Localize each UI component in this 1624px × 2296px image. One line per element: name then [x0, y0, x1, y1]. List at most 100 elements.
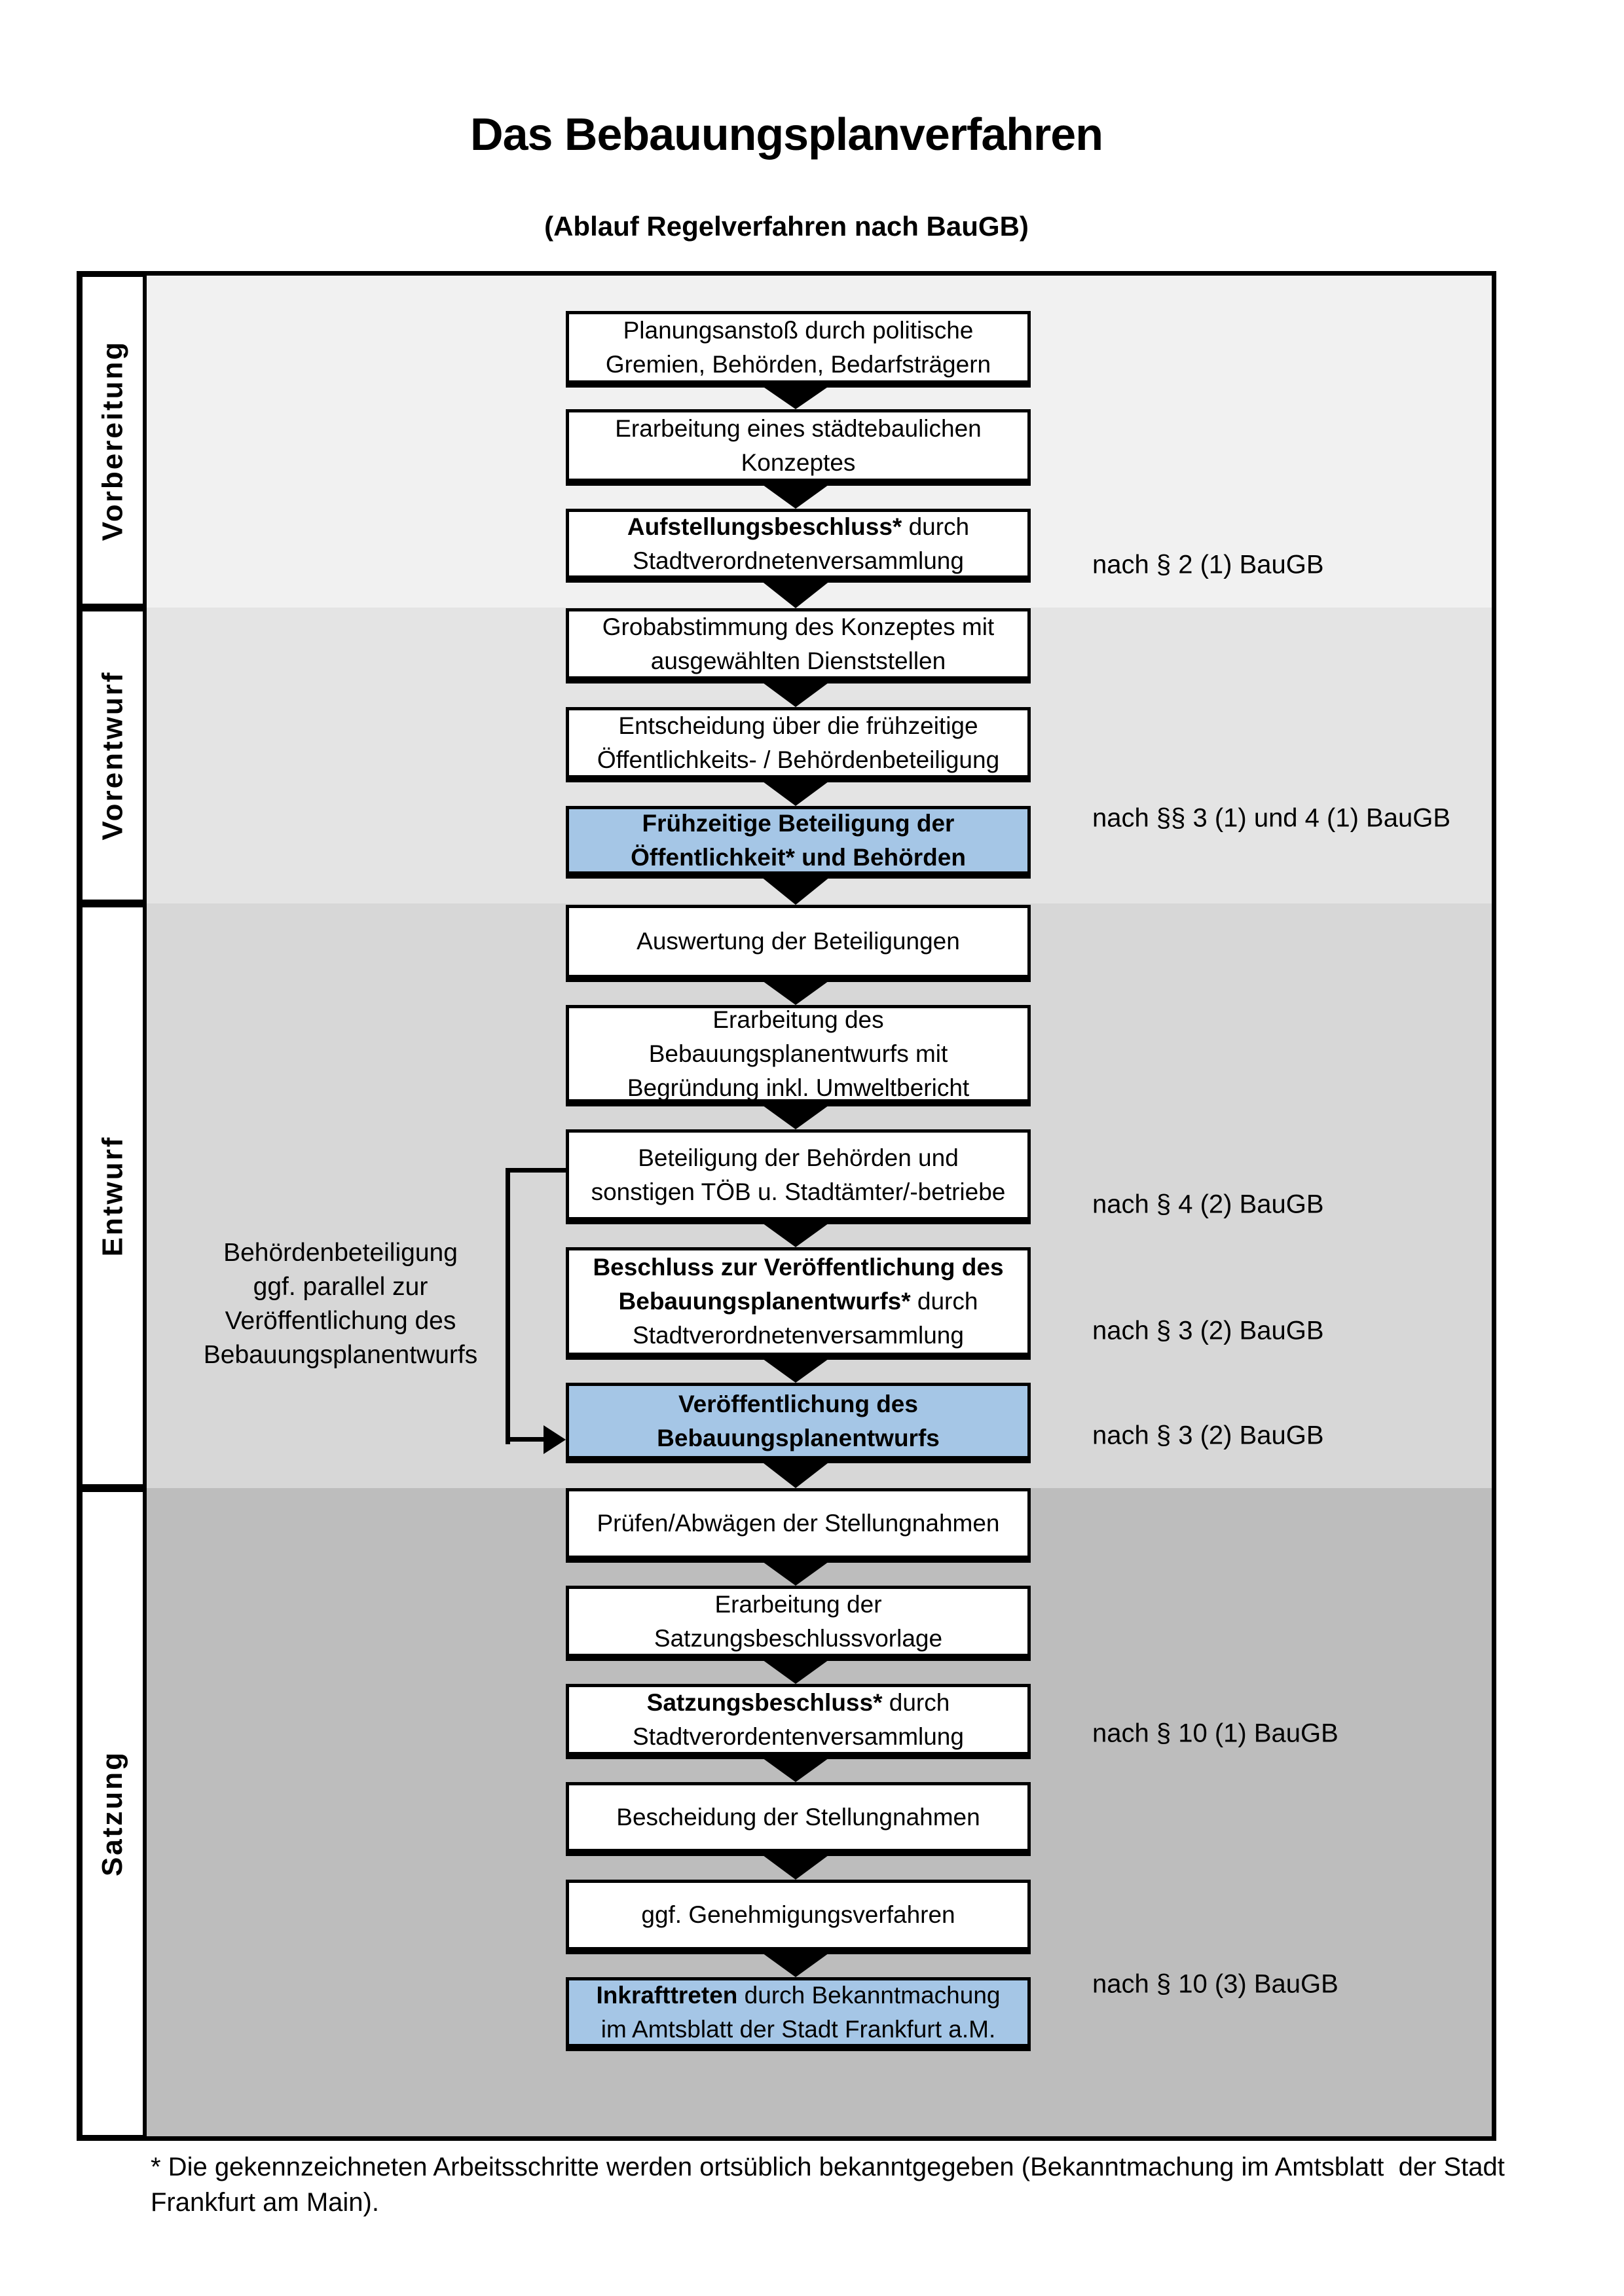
flow-step-text: Stadtverordentenversammlung — [633, 1720, 964, 1754]
flow-step-text-segment: Satzungsbeschluss* — [646, 1688, 883, 1716]
flow-step: ggf. Genehmigungsverfahren — [566, 1880, 1031, 1954]
bracket-line-vertical — [506, 1168, 510, 1444]
flow-step-text-segment: Beschluss zur Veröffentlichung des — [593, 1254, 1004, 1281]
flow-step-text: Grobabstimmung des Konzeptes mit — [602, 610, 994, 644]
footnote: * Die gekennzeichneten Arbeitsschritte w… — [151, 2153, 1505, 2217]
phase-label-cell: Vorentwurf — [79, 608, 147, 903]
flow-step-text-segment: Erarbeitung der — [714, 1590, 882, 1618]
bracket-line-top — [506, 1168, 566, 1173]
arrow-down-icon — [758, 778, 834, 806]
flow-step-text: ausgewählten Dienststellen — [651, 644, 946, 678]
flow-step: Grobabstimmung des Konzeptes mit ausgewäh… — [566, 608, 1031, 683]
flow-step-text: Bebauungsplanentwurfs* durch — [619, 1285, 978, 1319]
legal-reference: nach § 3 (2) BauGB — [1092, 1421, 1324, 1450]
flow-step: Inkrafttreten durch Bekanntmachung im Amt… — [566, 1977, 1031, 2051]
legal-reference: nach § 4 (2) BauGB — [1092, 1190, 1324, 1219]
flow-step-text: Beschluss zur Veröffentlichung des — [593, 1250, 1003, 1285]
flow-step-text-segment: Aufstellungsbeschluss* — [627, 513, 902, 540]
page-title: Das Bebauungsplanverfahren — [470, 109, 1103, 160]
flow-step: Bescheidung der Stellungnahmen — [566, 1782, 1031, 1856]
flow-step-text-segment: Satzungsbeschlussvorlage — [654, 1624, 943, 1652]
flow-step-text-segment: Grobabstimmung des Konzeptes mit — [602, 613, 995, 640]
flow-step-text-segment: Gremien, Behörden, Bedarfsträgern — [605, 350, 991, 378]
flow-step-text: im Amtsblatt der Stadt Frankfurt a.M. — [601, 2013, 995, 2047]
arrow-down-icon — [758, 1755, 834, 1782]
flow-step-text-segment: Erarbeitung eines städtebaulichen — [615, 414, 982, 442]
flow-step-text: Planungsanstoß durch politische — [623, 314, 974, 348]
legal-reference: nach § 10 (3) BauGB — [1092, 1969, 1338, 1999]
flow-step-text: Bebauungsplanentwurfs — [657, 1421, 940, 1455]
flow-step-text-segment: Bescheidung der Stellungnahmen — [616, 1803, 980, 1831]
phase-label-cell: Satzung — [79, 1488, 147, 2139]
flow-step-text: Stadtverordnetenversammlung — [633, 544, 964, 578]
arrow-down-icon — [758, 977, 834, 1005]
flow-step-text: Öffentlichkeit* und Behörden — [631, 841, 966, 875]
arrow-down-icon — [758, 578, 834, 608]
arrow-down-icon — [758, 1656, 834, 1684]
legal-reference: nach § 2 (1) BauGB — [1092, 550, 1324, 579]
flow-step-text: Prüfen/Abwägen der Stellungnahmen — [597, 1506, 999, 1540]
flow-step-text: sonstigen TÖB u. Stadtämter/-betriebe — [591, 1175, 1006, 1209]
flow-step-text-segment: Frühzeitige Beteiligung der — [642, 809, 955, 837]
flow-step-text-segment: Bebauungsplanentwurfs — [657, 1424, 940, 1451]
flow-step-text: Erarbeitung der — [714, 1588, 881, 1622]
flow-step-text-segment: Bebauungsplanentwurfs mit — [648, 1040, 948, 1067]
flow-step-text: Beteiligung der Behörden und — [638, 1141, 959, 1175]
flow-step: Beteiligung der Behörden und sonstigen TÖ… — [566, 1129, 1031, 1224]
flow-step-text: Entscheidung über die frühzeitige — [618, 709, 978, 743]
phase-label: Vorbereitung — [96, 340, 128, 541]
flow-step-text-segment: Stadtverordnetenversammlung — [633, 547, 964, 574]
flow-step-text: Erarbeitung eines städtebaulichen — [615, 412, 982, 446]
flow-step-text-segment: durch Bekanntmachung — [737, 1981, 1001, 2009]
flow-step-text-segment: Beteiligung der Behörden und — [638, 1144, 959, 1171]
arrow-down-icon — [758, 1950, 834, 1977]
phase-label-cell: Vorbereitung — [79, 273, 147, 608]
flow-step-text-segment: Stadtverordentenversammlung — [633, 1722, 964, 1750]
flow-step-text-segment: durch — [910, 1288, 978, 1315]
flow-step-text-segment: Inkrafttreten — [596, 1981, 738, 2009]
arrow-right-icon — [544, 1425, 566, 1454]
bracket-line-bottom — [506, 1437, 546, 1442]
flow-step-text: Erarbeitung des — [712, 1003, 883, 1037]
legal-reference: nach § 3 (2) BauGB — [1092, 1316, 1324, 1345]
arrow-down-icon — [758, 481, 834, 509]
flow-step-text-segment: Öffentlichkeit* und Behörden — [631, 843, 966, 871]
flow-step-text: Bescheidung der Stellungnahmen — [616, 1800, 980, 1834]
arrow-down-icon — [758, 1459, 834, 1488]
flow-step: Prüfen/Abwägen der Stellungnahmen — [566, 1488, 1031, 1563]
flow-step-text-segment: Prüfen/Abwägen der Stellungnahmen — [597, 1510, 1000, 1537]
flow-step-text: Konzeptes — [741, 446, 856, 480]
arrow-down-icon — [758, 1355, 834, 1383]
flow-step-text: Öffentlichkeits- / Behördenbeteiligung — [597, 743, 999, 777]
arrow-down-icon — [758, 1851, 834, 1880]
flow-step-text-segment: ausgewählten Dienststellen — [650, 647, 946, 674]
legal-reference: nach §§ 3 (1) und 4 (1) BauGB — [1092, 803, 1450, 833]
flow-step-text-segment: durch — [902, 513, 970, 540]
arrow-down-icon — [758, 383, 834, 409]
legal-reference: nach § 10 (1) BauGB — [1092, 1719, 1338, 1748]
flow-step-text: Satzungsbeschlussvorlage — [654, 1622, 942, 1656]
flow-step-text-segment: Begründung inkl. Umweltbericht — [627, 1074, 970, 1101]
flow-step-text: Frühzeitige Beteiligung der — [642, 807, 955, 841]
flow-step-text-segment: Stadtverordnetenversammlung — [633, 1322, 964, 1349]
arrow-down-icon — [758, 1558, 834, 1586]
flow-step-text-segment: Bebauungsplanentwurfs* — [618, 1288, 911, 1315]
flow-step-text: Aufstellungsbeschluss* durch — [627, 510, 969, 544]
flow-step-text-segment: Auswertung der Beteiligungen — [637, 928, 960, 955]
parallel-procedure-annotation-line: ggf. parallel zur — [253, 1273, 428, 1301]
page-subtitle: (Ablauf Regelverfahren nach BauGB) — [544, 211, 1029, 242]
flow-step-text: Auswertung der Beteiligungen — [637, 924, 960, 958]
flow-step: Auswertung der Beteiligungen — [566, 905, 1031, 982]
flow-step-text-segment: Veröffentlichung des — [678, 1390, 918, 1417]
flow-step-text: Stadtverordnetenversammlung — [633, 1319, 964, 1353]
flow-step-text: Gremien, Behörden, Bedarfsträgern — [606, 348, 991, 382]
